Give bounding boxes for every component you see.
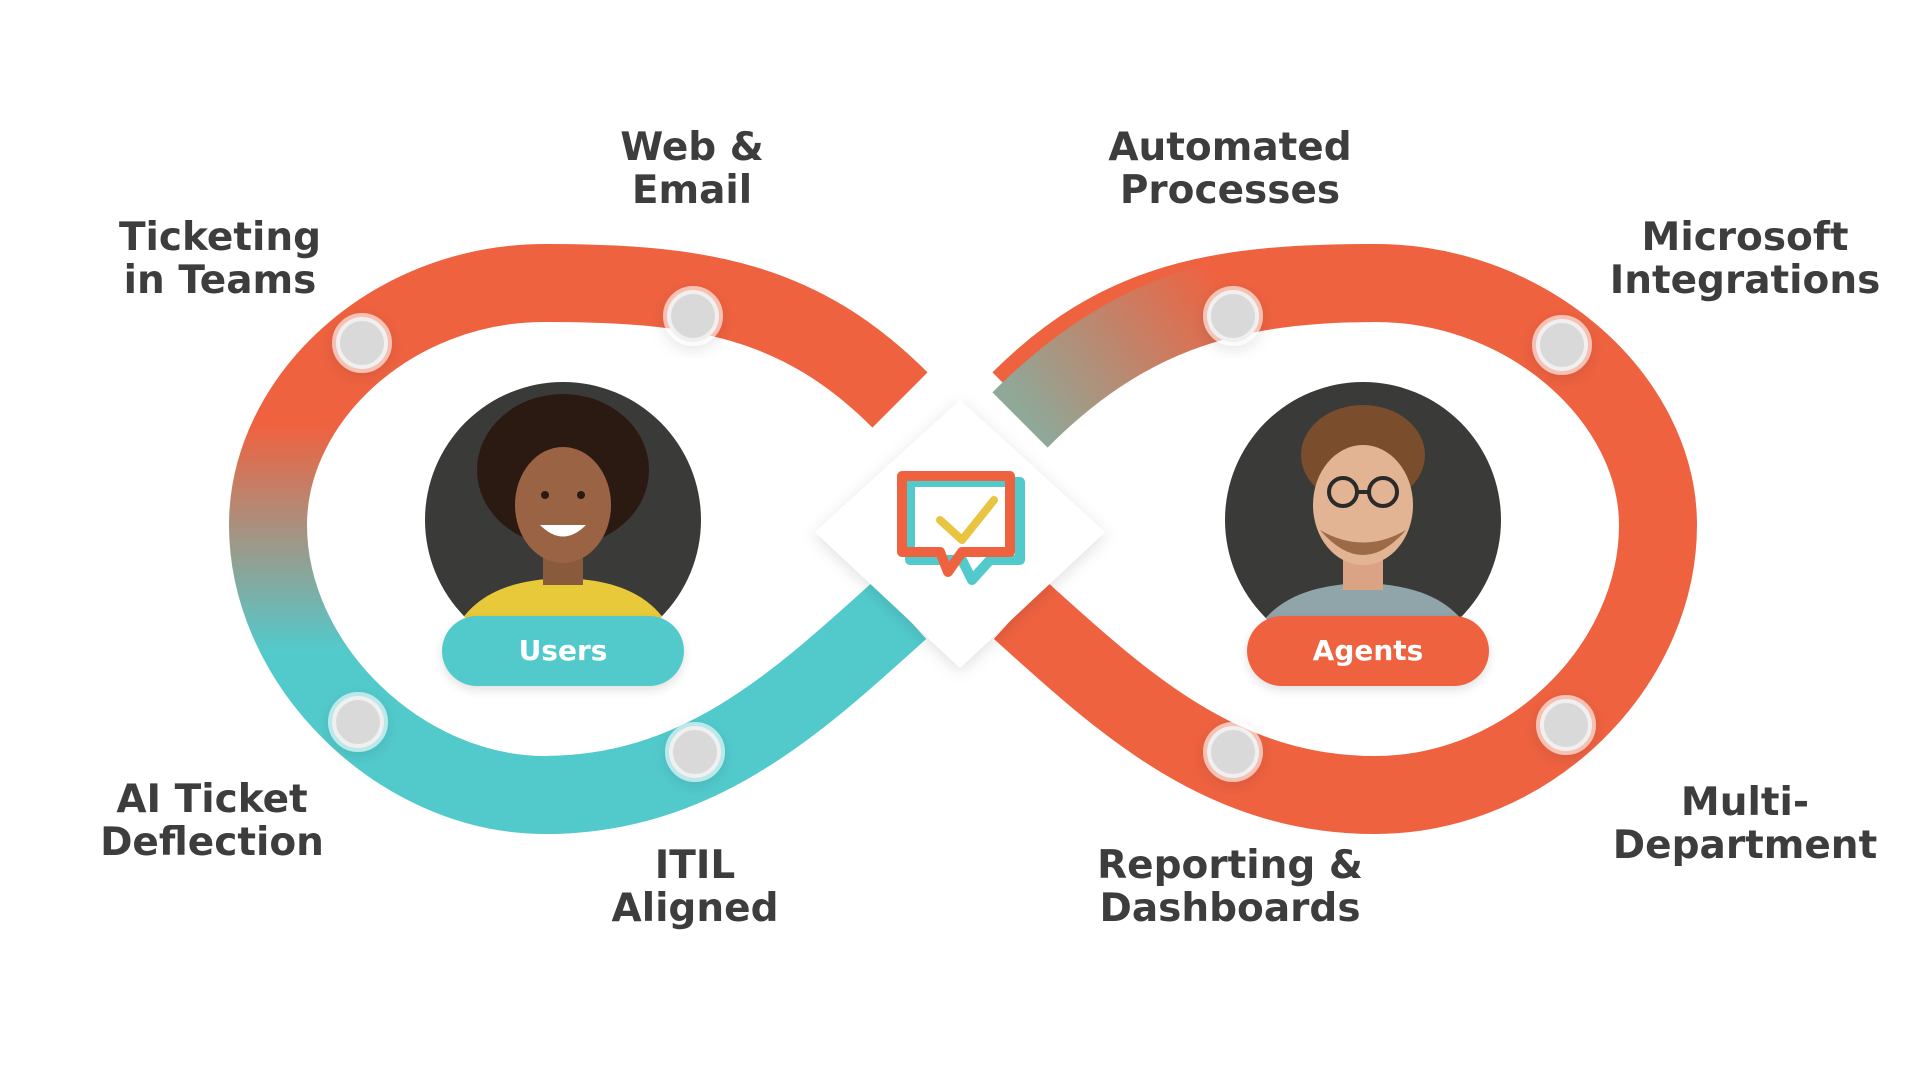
node-ticketing	[332, 313, 392, 373]
left-lower-arm	[544, 581, 927, 834]
label-automated-processes: Automated Processes	[1108, 125, 1352, 213]
label-ticketing-in-teams: Ticketing in Teams	[118, 215, 322, 303]
node-web-email	[663, 286, 723, 346]
users-badge: Users	[442, 616, 684, 686]
node-automated	[1203, 286, 1263, 346]
label-reporting-dashboards: Reporting & Dashboards	[1097, 843, 1363, 931]
label-web-email: Web & Email	[620, 125, 764, 213]
label-multi-department: Multi- Department	[1612, 780, 1878, 868]
node-microsoft	[1532, 315, 1592, 375]
agents-badge: Agents	[1247, 616, 1489, 686]
node-reporting	[1203, 722, 1263, 782]
node-itil	[665, 722, 725, 782]
label-itil-aligned: ITIL Aligned	[611, 843, 779, 931]
right-upper-arm	[992, 244, 1376, 448]
label-microsoft-integrations: Microsoft Integrations	[1609, 215, 1881, 303]
label-ai-ticket-deflection: AI Ticket Deflection	[100, 777, 324, 865]
node-ai-deflection	[328, 692, 388, 752]
node-multi-dept	[1536, 695, 1596, 755]
chat-check-icon	[897, 471, 1025, 585]
